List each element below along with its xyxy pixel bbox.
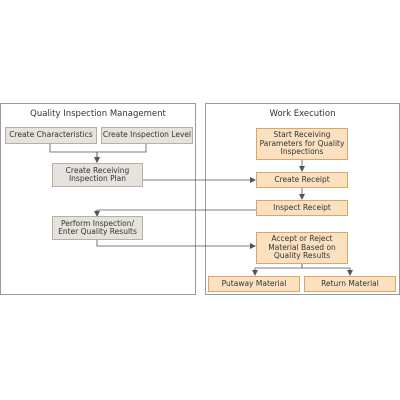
- node-inspect-receipt: Inspect Receipt: [256, 200, 348, 216]
- node-start-receiving-parameters: Start Receiving Parameters for Quality I…: [256, 128, 348, 160]
- panel-title-work-execution: Work Execution: [269, 109, 336, 119]
- node-perform-inspection: Perform Inspection/ Enter Quality Result…: [52, 216, 143, 240]
- node-create-receipt: Create Receipt: [256, 172, 348, 188]
- node-create-characteristics: Create Characteristics: [5, 127, 97, 144]
- node-putaway-material: Putaway Material: [208, 276, 300, 292]
- node-accept-or-reject-material: Accept or Reject Material Based on Quali…: [256, 232, 348, 264]
- node-create-receiving-inspection-plan: Create Receiving Inspection Plan: [52, 163, 143, 187]
- node-create-inspection-level: Create Inspection Level: [101, 127, 193, 144]
- panel-title-quality-inspection-management: Quality Inspection Management: [30, 109, 166, 119]
- node-return-material: Return Material: [304, 276, 396, 292]
